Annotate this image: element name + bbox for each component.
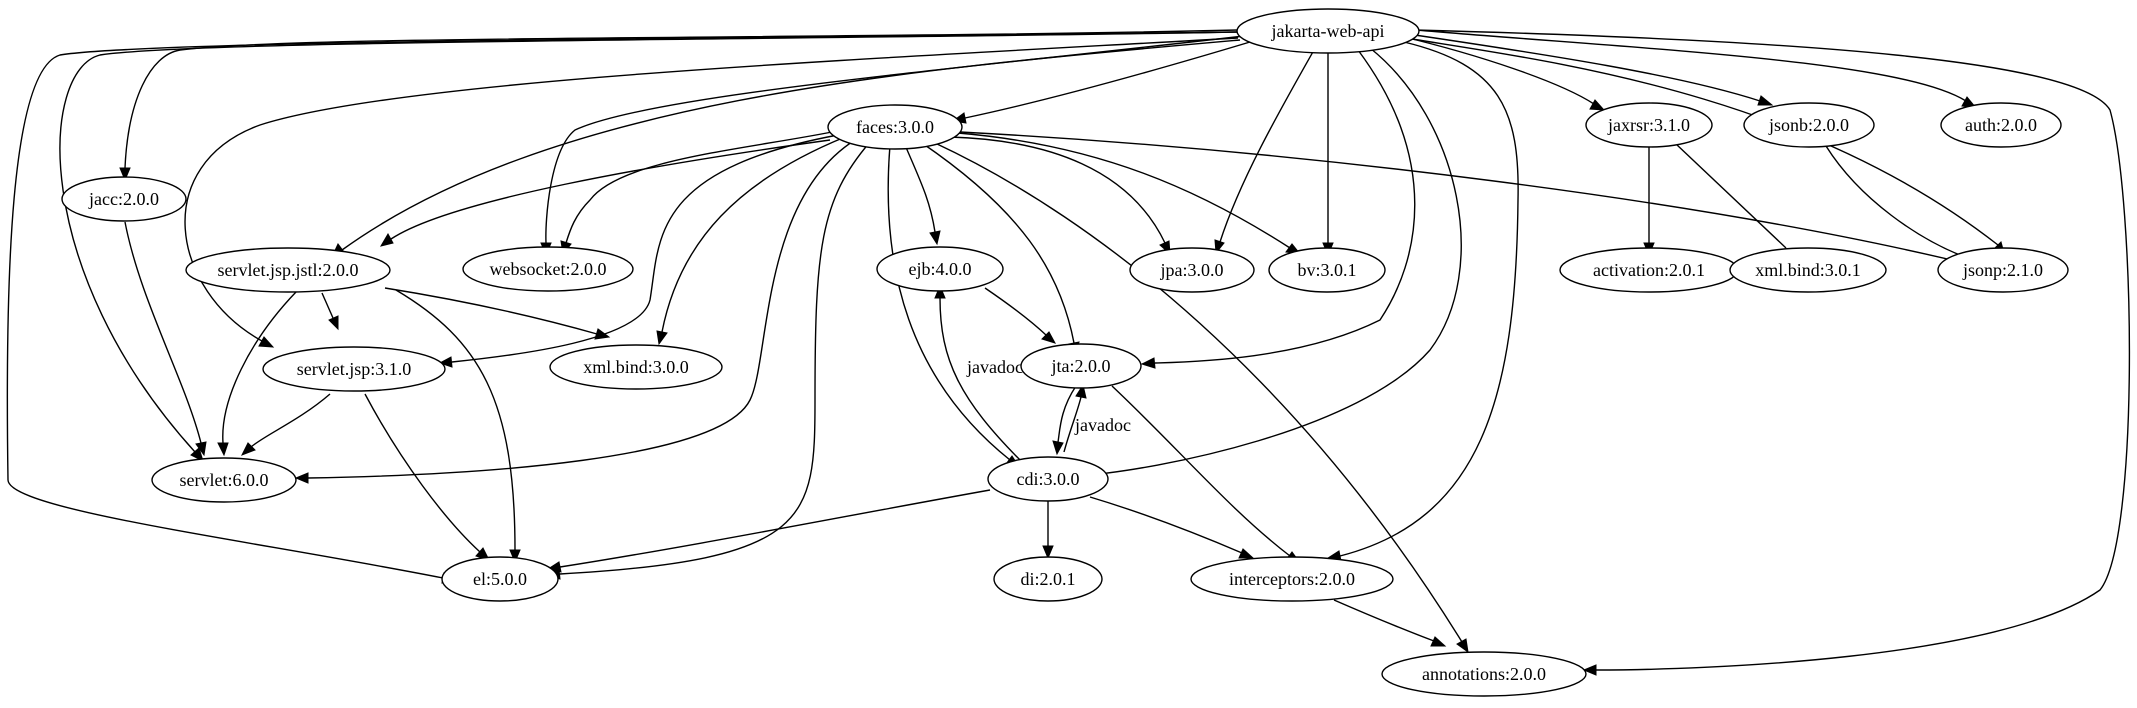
edge-label-cdi-jta: javadoc xyxy=(1074,415,1131,435)
node-jsonp: jsonp:2.1.0 xyxy=(1937,247,2069,293)
node-jaxrsr: jaxrsr:3.1.0 xyxy=(1585,102,1713,148)
node-el: el:5.0.0 xyxy=(441,556,559,602)
edge-api-annotations xyxy=(1413,29,2131,676)
edge-faces-websocket xyxy=(560,131,833,256)
edge-jstl-servlet xyxy=(217,291,297,457)
node-label: jta:2.0.0 xyxy=(1051,356,1111,376)
node-label: di:2.0.1 xyxy=(1020,569,1075,589)
edge-api-servlet xyxy=(59,31,1239,462)
edge-cdi-ejb xyxy=(934,284,1023,463)
nodes: jakarta-web-api faces:3.0.0 jaxrsr:3.1.0… xyxy=(61,8,2069,697)
edge-cdi-interceptors xyxy=(1089,496,1255,559)
node-label: xml.bind:3.0.0 xyxy=(583,357,689,377)
node-jta: jta:2.0.0 xyxy=(1020,343,1142,389)
edge-jstl-el xyxy=(395,289,521,564)
edge-api-bv xyxy=(1322,52,1334,257)
edge-label-cdi-ejb: javadoc xyxy=(966,357,1023,377)
node-jakarta-web-api: jakarta-web-api xyxy=(1236,8,1420,54)
node-label: websocket:2.0.0 xyxy=(490,259,607,279)
node-di: di:2.0.1 xyxy=(993,556,1103,602)
node-label: ejb:4.0.0 xyxy=(909,259,972,279)
edge-api-jta xyxy=(1140,49,1416,369)
node-interceptors: interceptors:2.0.0 xyxy=(1190,556,1394,602)
edge-jstl-servletjsp xyxy=(321,292,339,331)
node-label: annotations:2.0.0 xyxy=(1422,664,1546,684)
edge-faces-annotations xyxy=(934,142,1469,654)
edge-cdi-di xyxy=(1042,500,1054,560)
node-servlet: servlet:6.0.0 xyxy=(151,457,297,503)
node-label: auth:2.0.0 xyxy=(1965,115,2037,135)
edge-jaxrsr-activation xyxy=(1643,146,1655,257)
edge-ejb-jta xyxy=(984,287,1057,344)
edge-jstl-xmlbind300 xyxy=(384,287,611,340)
edge-faces-jpa xyxy=(949,136,1171,256)
edge-faces-servlet xyxy=(294,139,856,484)
node-servlet-jsp: servlet.jsp:3.1.0 xyxy=(262,346,446,392)
node-jsonb: jsonb:2.0.0 xyxy=(1743,102,1875,148)
edge-jacc-servlet xyxy=(124,221,207,457)
edge-faces-cdi xyxy=(887,144,1021,468)
edge-api-jsonb xyxy=(1407,33,1774,106)
edge-faces-ejb xyxy=(904,144,941,246)
edge-api-jstl xyxy=(331,39,1241,258)
node-xml-bind-301: xml.bind:3.0.1 xyxy=(1729,247,1887,293)
node-label: jpa:3.0.0 xyxy=(1160,260,1224,280)
node-label: jaxrsr:3.1.0 xyxy=(1607,115,1690,135)
edge-api-jacc xyxy=(119,29,1239,182)
node-label: cdi:3.0.0 xyxy=(1017,469,1080,489)
node-label: faces:3.0.0 xyxy=(856,117,934,137)
node-label: servlet:6.0.0 xyxy=(180,470,269,490)
edge-api-jsonp xyxy=(1405,37,2005,254)
node-label: interceptors:2.0.0 xyxy=(1229,569,1355,589)
edge-servletjsp-servlet xyxy=(240,393,331,456)
edge-faces-jstl xyxy=(379,139,831,247)
node-servlet-jsp-jstl: servlet.jsp.jstl:2.0.0 xyxy=(185,247,391,293)
edge-servletjsp-el xyxy=(364,393,490,561)
edge-api-servletjsp xyxy=(184,37,1239,348)
node-label: el:5.0.0 xyxy=(473,569,527,589)
node-label: activation:2.0.1 xyxy=(1593,260,1705,280)
node-faces: faces:3.0.0 xyxy=(827,104,963,150)
edge-jta-cdi xyxy=(1052,385,1077,456)
node-jacc: jacc:2.0.0 xyxy=(61,176,187,222)
node-label: xml.bind:3.0.1 xyxy=(1755,260,1861,280)
edge-interceptors-annotations xyxy=(1333,599,1447,647)
node-bv: bv:3.0.1 xyxy=(1268,247,1386,293)
edge-jsonb-jsonp xyxy=(1825,145,1978,262)
edge-labels: javadoc javadoc xyxy=(966,357,1131,435)
edge-faces-servletjsp xyxy=(438,134,839,368)
edge-faces-xmlbind300 xyxy=(656,136,846,346)
node-label: bv:3.0.1 xyxy=(1297,260,1356,280)
edge-jta-interceptors xyxy=(1111,385,1302,564)
node-xml-bind-300: xml.bind:3.0.0 xyxy=(549,344,723,390)
node-ejb: ejb:4.0.0 xyxy=(876,246,1004,292)
node-auth: auth:2.0.0 xyxy=(1940,102,2062,148)
node-label: jsonb:2.0.0 xyxy=(1768,115,1849,135)
edge-faces-jsonp xyxy=(959,131,1974,267)
node-jpa: jpa:3.0.0 xyxy=(1129,247,1255,293)
node-annotations: annotations:2.0.0 xyxy=(1381,651,1587,697)
node-label: jakarta-web-api xyxy=(1271,21,1385,41)
edge-cdi-el xyxy=(546,489,991,573)
node-websocket: websocket:2.0.0 xyxy=(462,246,634,292)
edge-jaxrsr-xmlbind301 xyxy=(1675,143,1787,249)
node-cdi: cdi:3.0.0 xyxy=(987,456,1109,502)
edge-api-jaxrsr xyxy=(1399,35,1606,111)
node-activation: activation:2.0.1 xyxy=(1559,247,1739,293)
node-label: servlet.jsp.jstl:2.0.0 xyxy=(218,260,359,280)
node-label: jacc:2.0.0 xyxy=(88,189,159,209)
edge-api-faces xyxy=(951,41,1251,124)
edge-api-interceptors xyxy=(1326,41,1519,562)
node-label: jsonp:2.1.0 xyxy=(1962,260,2043,280)
node-label: servlet.jsp:3.1.0 xyxy=(297,359,412,379)
